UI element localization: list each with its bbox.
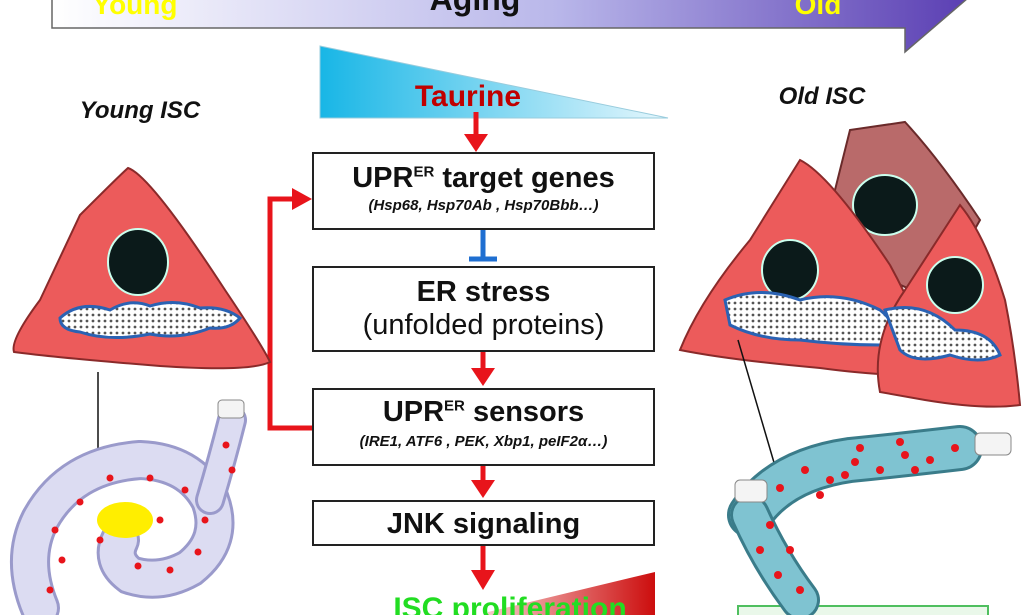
er-stress-box: ER stress (unfolded proteins) (312, 266, 655, 352)
box-title-main: UPR (352, 162, 414, 194)
sensors-title: UPRER sensors (314, 396, 653, 429)
er-stress-subtitle: (unfolded proteins) (362, 309, 605, 341)
corner-box (737, 605, 989, 615)
cell-icon (12, 166, 272, 472)
target-genes-title: UPRER target genes (314, 162, 653, 195)
box-title-sup: ER (444, 397, 465, 415)
arrow-icon (471, 466, 495, 498)
feedback-loop (267, 188, 312, 431)
cell-icon (876, 203, 1022, 408)
sensors-subtitle: (IRE1, ATF6 , PEK, Xbp1, peIF2α…) (359, 433, 608, 450)
box-title-sup: ER (413, 163, 435, 181)
old-label: Old (795, 0, 842, 20)
aging-bar (51, 0, 967, 54)
inhibit-icon (469, 230, 497, 262)
cell-icon (678, 158, 937, 501)
arrow-icon (464, 112, 488, 152)
old-isc-label: Old ISC (779, 83, 866, 110)
arrow-icon (471, 350, 495, 386)
sensors-box: UPRER sensors (IRE1, ATF6 , PEK, Xbp1, p… (312, 388, 655, 466)
jnk-box: JNK signaling (312, 500, 655, 546)
target-genes-box: UPRER target genes (Hsp68, Hsp70Ab , Hsp… (312, 152, 655, 230)
gut-icon (727, 425, 1012, 615)
proliferation-label: ISC proliferation (393, 592, 626, 615)
taurine-wedge (319, 45, 669, 119)
arrow-icon (471, 546, 495, 590)
taurine-label: Taurine (415, 80, 521, 113)
aging-label: Aging (430, 0, 521, 17)
box-title-main: UPR (382, 396, 445, 428)
er-stress-title: ER stress (416, 276, 551, 308)
box-title-rest: sensors (464, 396, 585, 428)
young-label: Young (92, 0, 177, 20)
box-title-rest: target genes (434, 162, 615, 194)
proliferation-wedge (488, 572, 655, 615)
gut-icon (10, 399, 247, 615)
target-genes-subtitle: (Hsp68, Hsp70Ab , Hsp70Bbb…) (368, 197, 599, 214)
jnk-title: JNK signaling (386, 508, 581, 540)
young-isc-label: Young ISC (80, 97, 201, 124)
